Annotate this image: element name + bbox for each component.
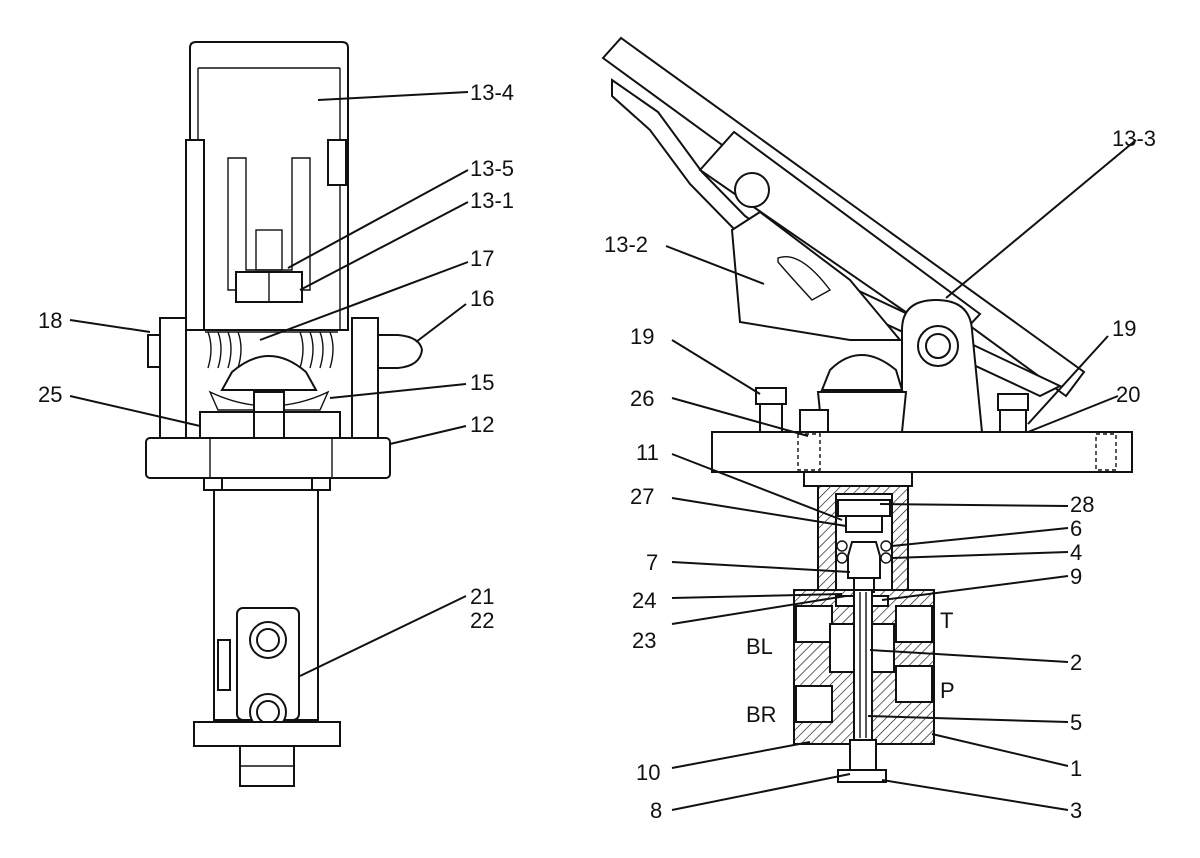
label-13-5: 13-5 — [470, 156, 514, 181]
right-view-labels: 13-3 13-2 19 19 20 26 11 28 27 6 4 7 9 2… — [604, 126, 1156, 823]
port-label-P: P — [940, 678, 955, 703]
label-3: 3 — [1070, 798, 1082, 823]
label-13-4: 13-4 — [470, 80, 514, 105]
label-20: 20 — [1116, 382, 1140, 407]
label-22: 22 — [470, 608, 494, 633]
label-19-right: 19 — [1112, 316, 1136, 341]
port-label-T: T — [940, 608, 953, 633]
left-front-view — [145, 41, 424, 787]
label-9: 9 — [1070, 564, 1082, 589]
label-8: 8 — [650, 798, 662, 823]
label-19-left: 19 — [630, 324, 654, 349]
label-28: 28 — [1070, 492, 1094, 517]
label-13-1: 13-1 — [470, 188, 514, 213]
label-12: 12 — [470, 412, 494, 437]
label-11: 11 — [636, 440, 659, 465]
label-26: 26 — [630, 386, 654, 411]
spring-coil — [205, 331, 338, 369]
label-7: 7 — [646, 550, 658, 575]
label-18: 18 — [38, 308, 62, 333]
port-label-BR: BR — [746, 702, 777, 727]
label-25: 25 — [38, 382, 62, 407]
label-23: 23 — [632, 628, 656, 653]
label-2: 2 — [1070, 650, 1082, 675]
label-1: 1 — [1070, 756, 1082, 781]
label-13-2: 13-2 — [604, 232, 648, 257]
label-5: 5 — [1070, 710, 1082, 735]
label-24: 24 — [632, 588, 656, 613]
label-21: 21 — [470, 584, 494, 609]
port-label-BL: BL — [746, 634, 773, 659]
label-17: 17 — [470, 246, 494, 271]
label-16: 16 — [470, 286, 494, 311]
label-4: 4 — [1070, 540, 1082, 565]
left-view-labels: 13-4 13-5 13-1 17 16 18 15 25 12 21 22 — [38, 80, 514, 633]
label-27: 27 — [630, 484, 654, 509]
right-section-view — [601, 36, 1133, 783]
label-6: 6 — [1070, 516, 1082, 541]
label-15: 15 — [470, 370, 494, 395]
label-13-3: 13-3 — [1112, 126, 1156, 151]
leader-lines — [69, 91, 1137, 811]
label-10: 10 — [636, 760, 660, 785]
